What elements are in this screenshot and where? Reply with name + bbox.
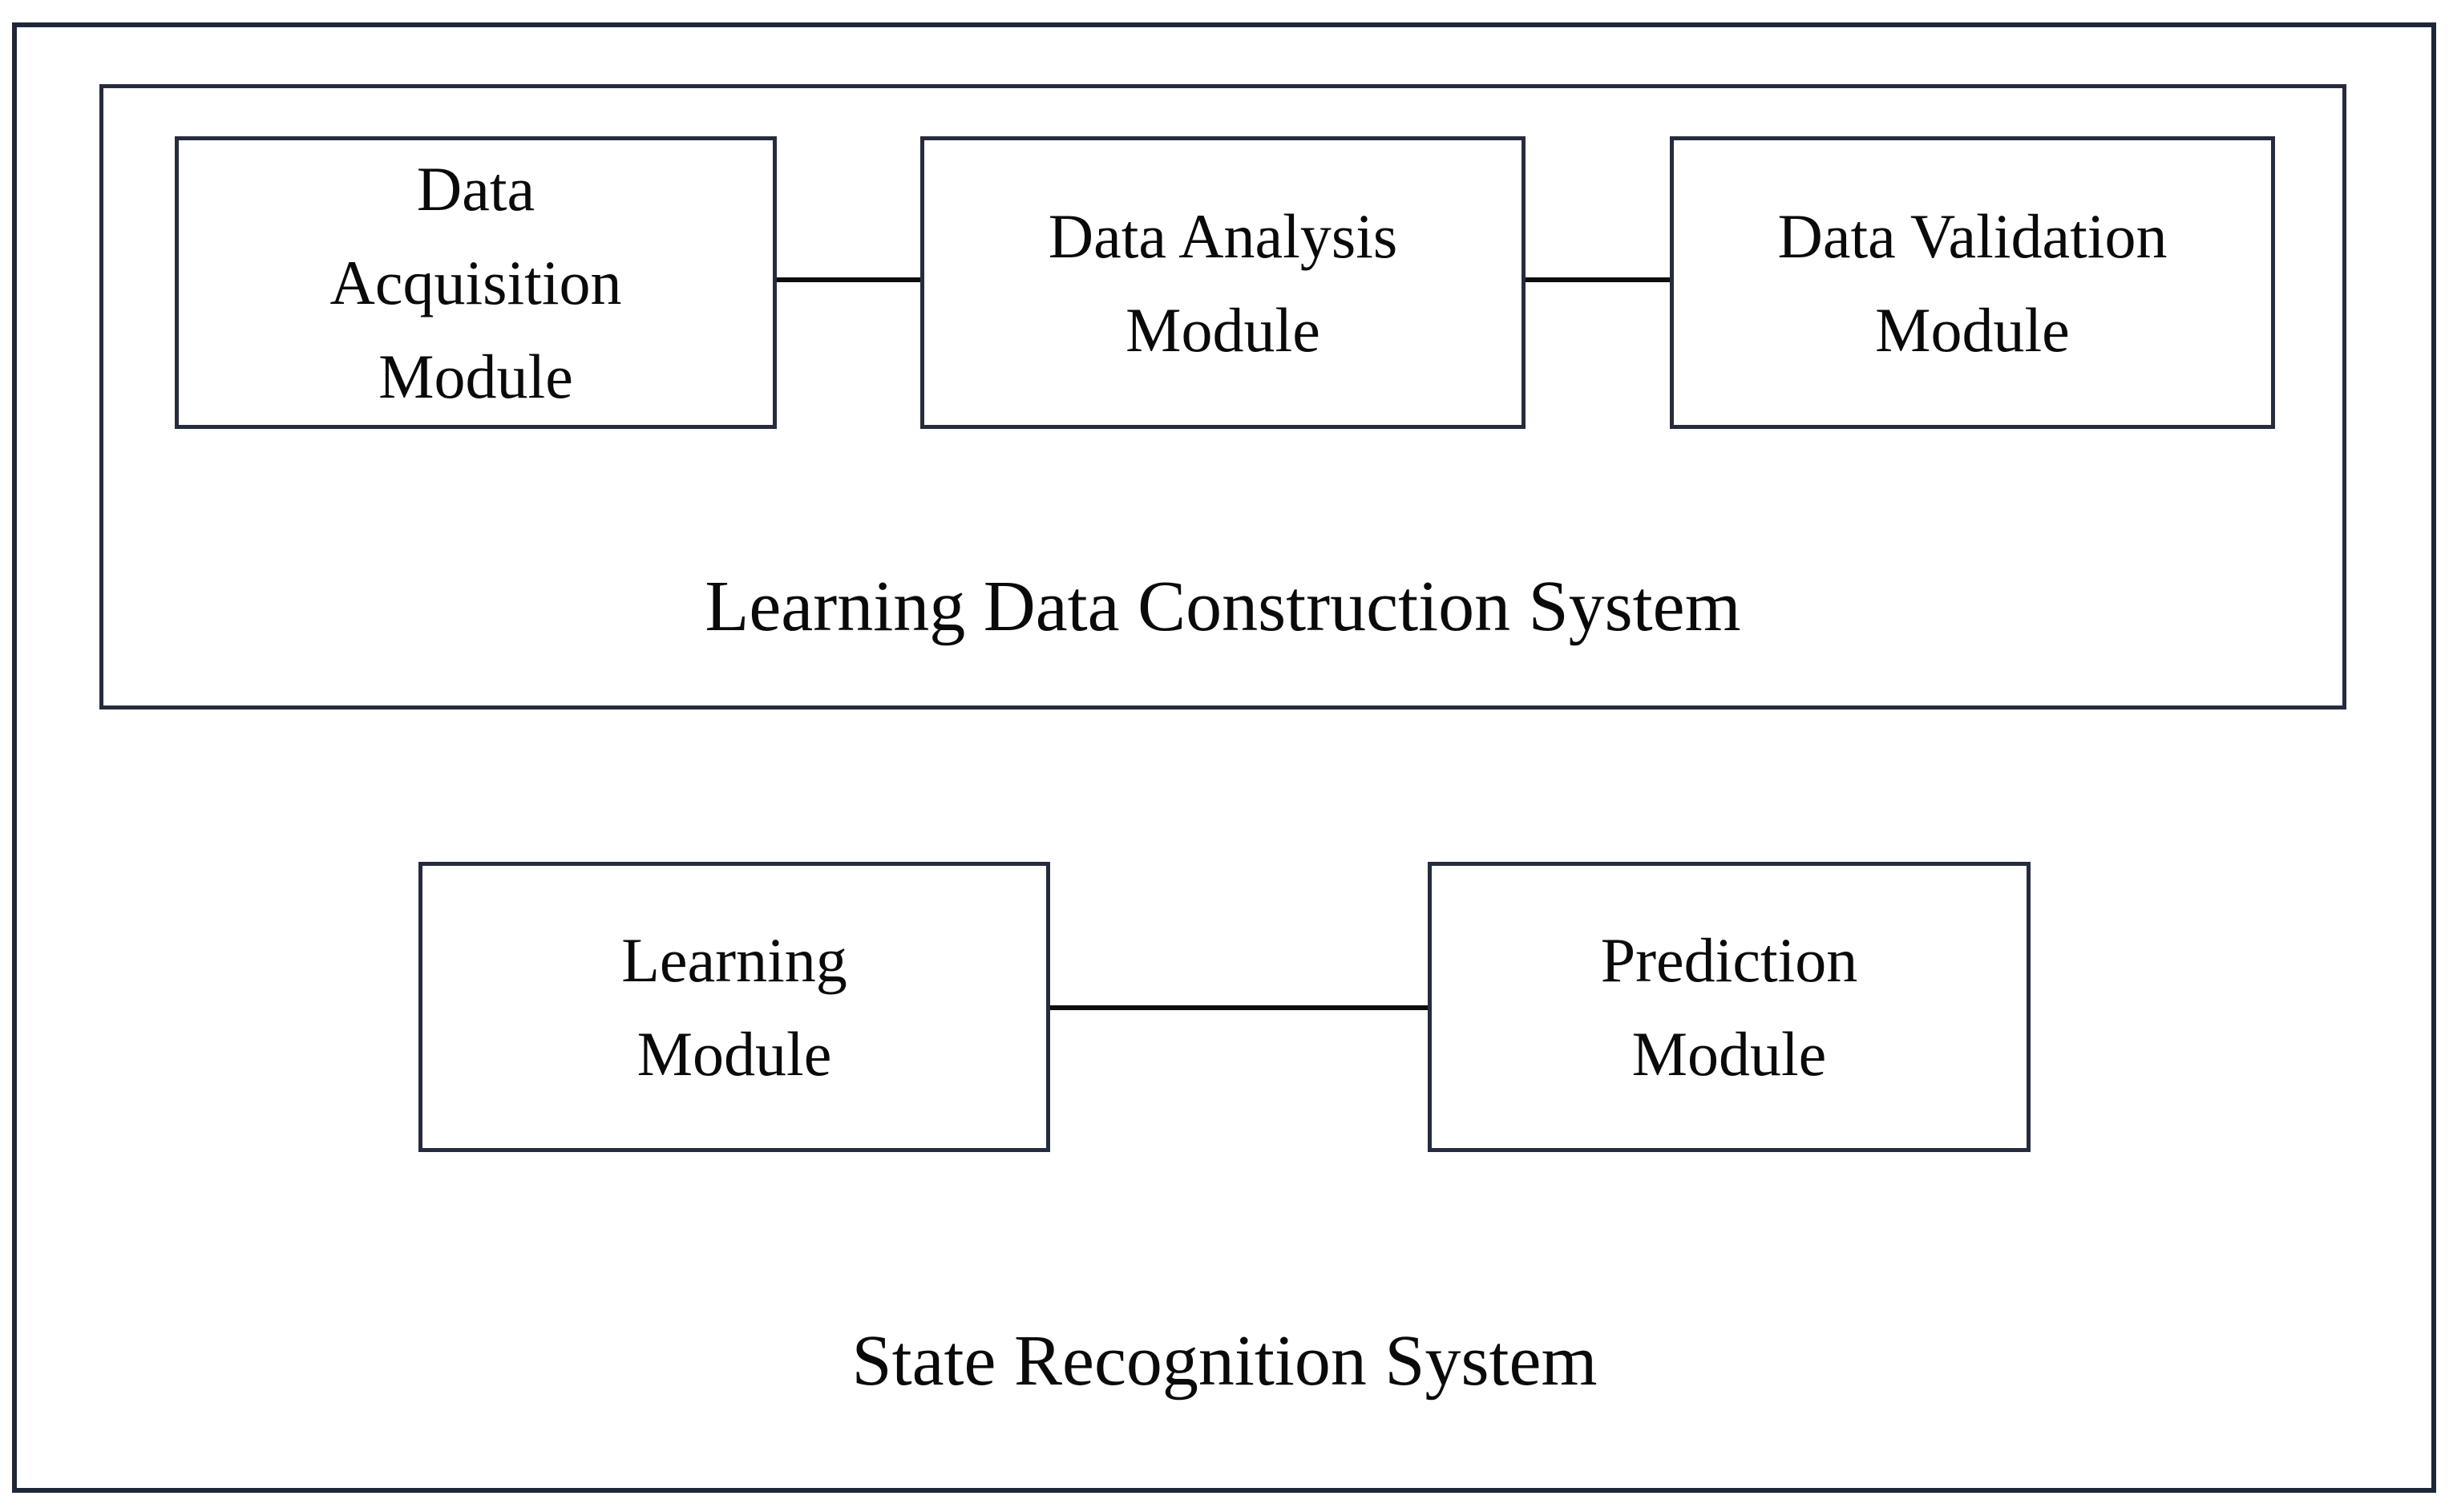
data-validation-module-box: Data Validation Module — [1670, 136, 2275, 429]
data-acquisition-module-box: Data Acquisition Module — [175, 136, 777, 429]
learning-module-box: Learning Module — [418, 862, 1050, 1152]
learning-module-label: Learning Module — [621, 925, 847, 1089]
prediction-module-label: Prediction Module — [1600, 925, 1858, 1089]
learning-data-construction-system-label: Learning Data Construction System — [705, 567, 1741, 646]
connector-acquisition-to-analysis — [777, 277, 920, 282]
state-recognition-system-label: State Recognition System — [851, 1321, 1598, 1401]
connector-learning-to-prediction — [1050, 1005, 1428, 1010]
data-acquisition-module-label: Data Acquisition Module — [329, 154, 622, 411]
prediction-module-box: Prediction Module — [1428, 862, 2031, 1152]
data-analysis-module-label: Data Analysis Module — [1048, 200, 1398, 365]
data-validation-module-label: Data Validation Module — [1777, 200, 2168, 365]
connector-analysis-to-validation — [1526, 277, 1670, 282]
data-analysis-module-box: Data Analysis Module — [920, 136, 1526, 429]
